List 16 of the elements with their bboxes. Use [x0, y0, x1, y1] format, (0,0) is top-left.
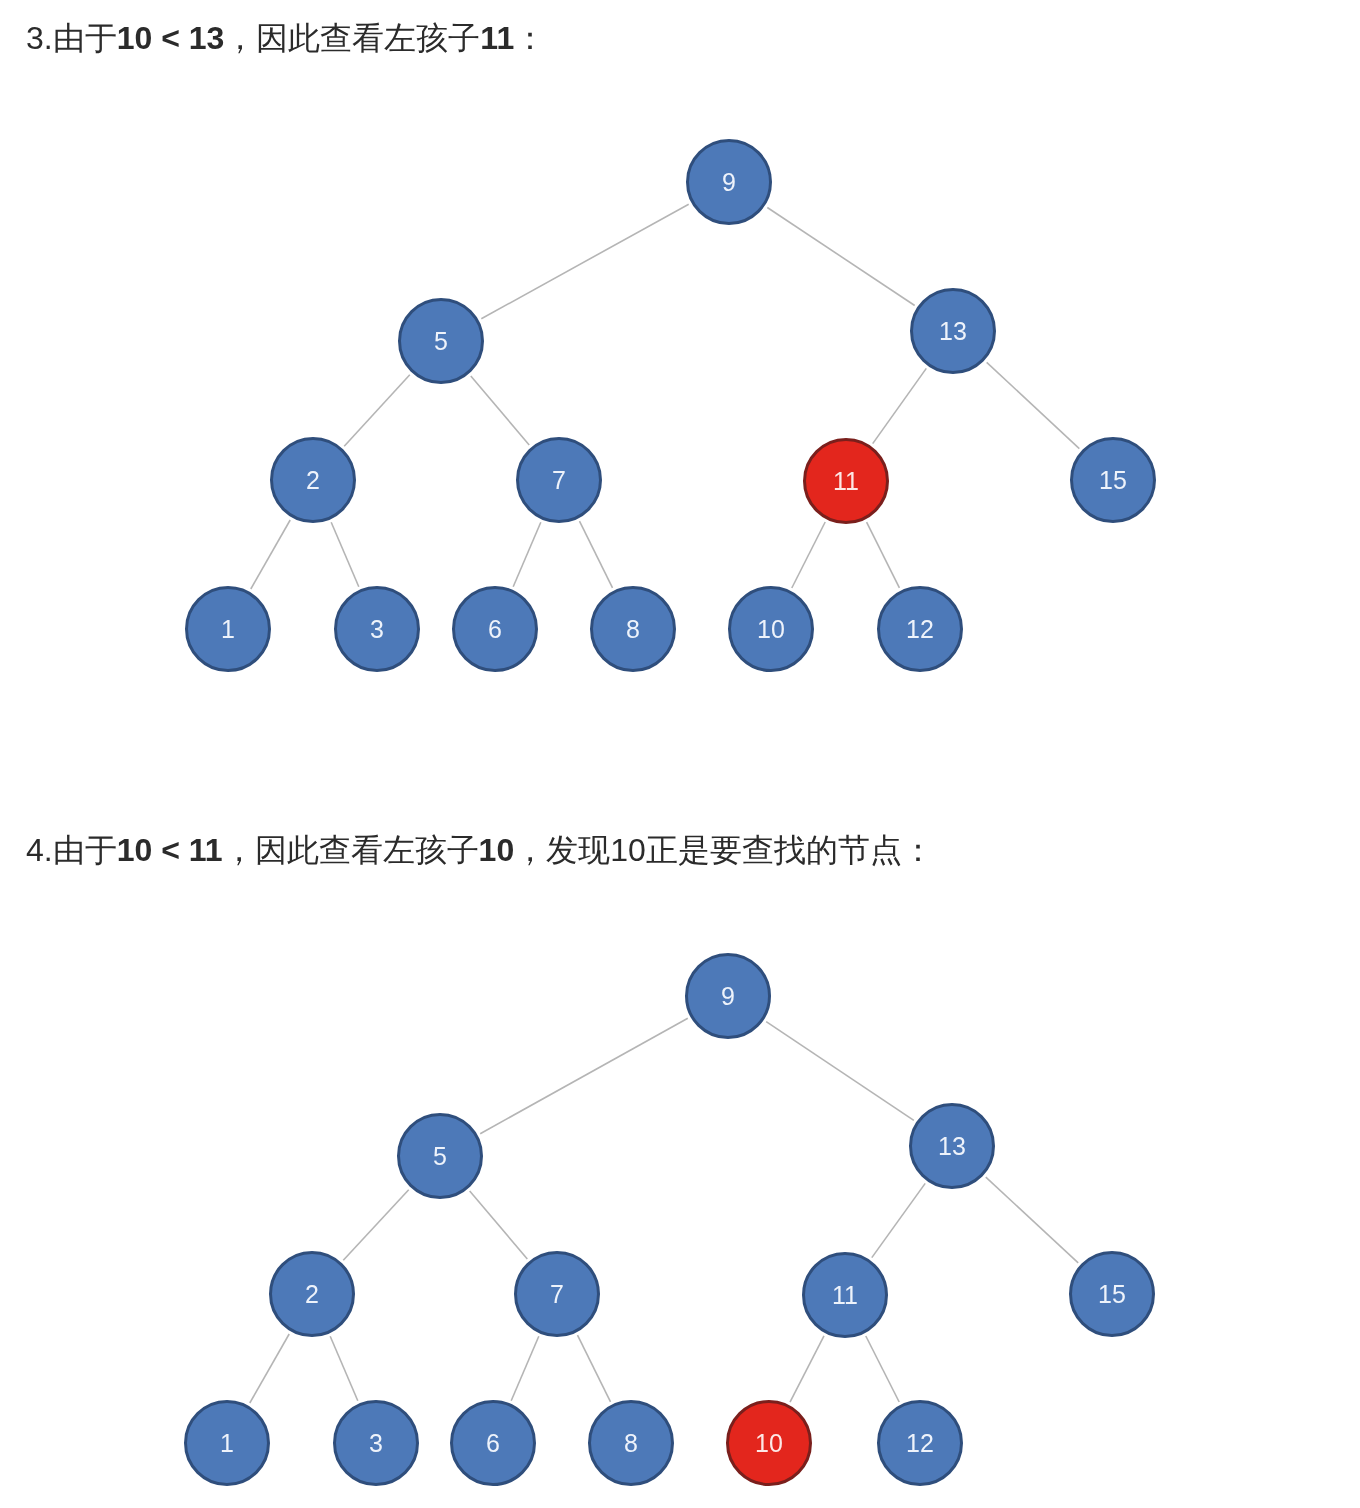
- tree-edge-line: [343, 374, 411, 447]
- step-heading: 3.由于10 < 13，因此查看左孩子11：: [26, 19, 547, 58]
- tree-edge-line: [330, 521, 360, 588]
- tree-edge-line: [342, 1188, 410, 1262]
- tree-edge-line: [766, 206, 916, 307]
- tree-edge-line: [871, 367, 928, 445]
- tree-edge-line: [510, 1335, 540, 1402]
- tree-edge-line: [985, 1176, 1079, 1264]
- tree-edge-line: [468, 1190, 529, 1260]
- tree-edge-line: [871, 1182, 926, 1259]
- tree-edge-line: [765, 1020, 915, 1122]
- tree-edge-line: [470, 375, 530, 446]
- step-heading: 4.由于10 < 11，因此查看左孩子10，发现10正是要查找的节点：: [26, 831, 934, 870]
- tree-edge-line: [985, 361, 1081, 450]
- tree-edge-line: [512, 521, 542, 588]
- tree-edge-line: [329, 1335, 359, 1402]
